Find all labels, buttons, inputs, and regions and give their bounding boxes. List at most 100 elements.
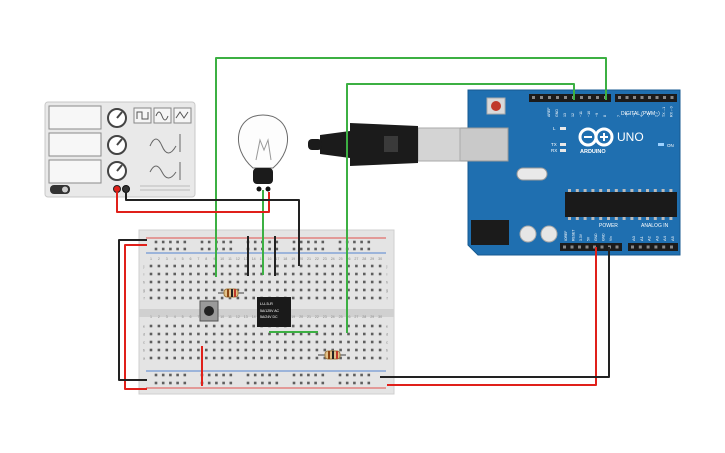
breadboard-hole[interactable] [363,340,366,344]
header-pin[interactable] [593,245,596,249]
breadboard-hole[interactable] [260,340,263,344]
breadboard-hole[interactable] [173,340,176,344]
breadboard-hole[interactable] [165,332,169,336]
breadboard-hole[interactable] [363,324,366,328]
header-pin[interactable] [596,96,599,99]
breadboard-hole[interactable] [165,348,169,352]
breadboard-hole[interactable] [220,264,224,268]
breadboard-hole[interactable] [307,332,311,336]
breadboard-hole[interactable] [284,280,287,284]
breadboard-hole[interactable] [315,348,319,352]
breadboard-hole[interactable] [220,324,224,328]
breadboard-hole[interactable] [363,264,366,268]
breadboard-hole[interactable] [157,356,161,360]
breadboard-hole[interactable] [355,288,358,292]
breadboard-hole[interactable] [363,288,366,292]
breadboard-hole[interactable] [246,381,250,385]
breadboard-hole[interactable] [268,247,271,251]
breadboard-hole[interactable] [299,340,303,344]
breadboard-hole[interactable] [161,373,165,377]
breadboard-hole[interactable] [338,240,342,244]
usb-cable[interactable] [308,123,461,166]
breadboard-hole[interactable] [323,264,327,268]
breadboard-hole[interactable] [347,324,350,328]
breadboard-hole[interactable] [314,240,317,244]
breadboard-hole[interactable] [314,247,317,251]
breadboard-hole[interactable] [253,373,257,377]
breadboard-hole[interactable] [165,324,169,328]
breadboard-hole[interactable] [252,348,255,352]
header-pin[interactable] [670,245,673,249]
breadboard-hole[interactable] [197,296,200,300]
breadboard-hole[interactable] [244,356,248,360]
breadboard-hole[interactable] [173,280,176,284]
breadboard-hole[interactable] [222,381,225,385]
header-pin[interactable] [563,245,566,249]
breadboard-hole[interactable] [339,324,342,328]
breadboard-hole[interactable] [268,264,271,268]
breadboard-hole[interactable] [222,247,225,251]
breadboard-hole[interactable] [299,332,303,336]
breadboard-hole[interactable] [157,332,161,336]
breadboard-hole[interactable] [291,324,295,328]
breadboard-hole[interactable] [321,373,325,377]
breadboard-hole[interactable] [315,332,319,336]
breadboard-hole[interactable] [268,381,271,385]
breadboard-hole[interactable] [339,296,342,300]
breadboard-hole[interactable] [189,264,192,268]
header-pin[interactable] [625,96,629,99]
breadboard-hole[interactable] [360,373,363,377]
breadboard-hole[interactable] [176,240,179,244]
breadboard-hole[interactable] [299,348,303,352]
breadboard-hole[interactable] [189,324,192,328]
breadboard-hole[interactable] [260,272,263,276]
breadboard-hole[interactable] [169,247,172,251]
relay[interactable]: LU-5-R 5A/125V AC 5A/24V DC [257,297,291,327]
breadboard-hole[interactable] [323,280,327,284]
breadboard-hole[interactable] [165,264,169,268]
breadboard-hole[interactable] [315,324,319,328]
breadboard-hole[interactable] [222,373,225,377]
breadboard-hole[interactable] [169,240,172,244]
breadboard-hole[interactable] [347,272,350,276]
header-pin[interactable] [618,96,621,99]
breadboard-hole[interactable] [370,280,374,284]
breadboard-hole[interactable] [347,288,350,292]
breadboard-hole[interactable] [323,356,327,360]
breadboard-hole[interactable] [331,296,334,300]
breadboard-hole[interactable] [149,348,153,352]
pushbutton[interactable] [199,300,219,322]
breadboard-hole[interactable] [276,272,279,276]
breadboard-hole[interactable] [363,348,366,352]
breadboard-hole[interactable] [292,240,296,244]
breadboard-hole[interactable] [284,288,287,292]
breadboard-hole[interactable] [307,340,311,344]
breadboard-hole[interactable] [323,340,327,344]
breadboard-hole[interactable] [363,280,366,284]
breadboard-hole[interactable] [355,324,358,328]
breadboard-hole[interactable] [307,348,311,352]
breadboard-hole[interactable] [299,381,303,385]
breadboard-hole[interactable] [339,348,342,352]
breadboard-hole[interactable] [315,272,319,276]
breadboard-hole[interactable] [157,280,161,284]
breadboard-hole[interactable] [276,332,279,336]
breadboard-hole[interactable] [321,247,325,251]
breadboard-hole[interactable] [345,381,349,385]
breadboard-hole[interactable] [228,332,232,336]
breadboard-hole[interactable] [220,348,224,352]
breadboard-hole[interactable] [244,332,248,336]
breadboard-hole[interactable] [154,247,158,251]
breadboard-hole[interactable] [149,340,153,344]
breadboard-hole[interactable] [331,324,334,328]
breadboard-hole[interactable] [299,280,303,284]
breadboard-hole[interactable] [323,272,327,276]
breadboard-hole[interactable] [355,340,358,344]
breadboard-hole[interactable] [207,247,211,251]
breadboard-hole[interactable] [292,247,296,251]
breadboard-hole[interactable] [173,324,176,328]
breadboard-hole[interactable] [154,373,158,377]
breadboard-hole[interactable] [315,340,319,344]
breadboard-hole[interactable] [157,324,161,328]
breadboard-hole[interactable] [291,340,295,344]
